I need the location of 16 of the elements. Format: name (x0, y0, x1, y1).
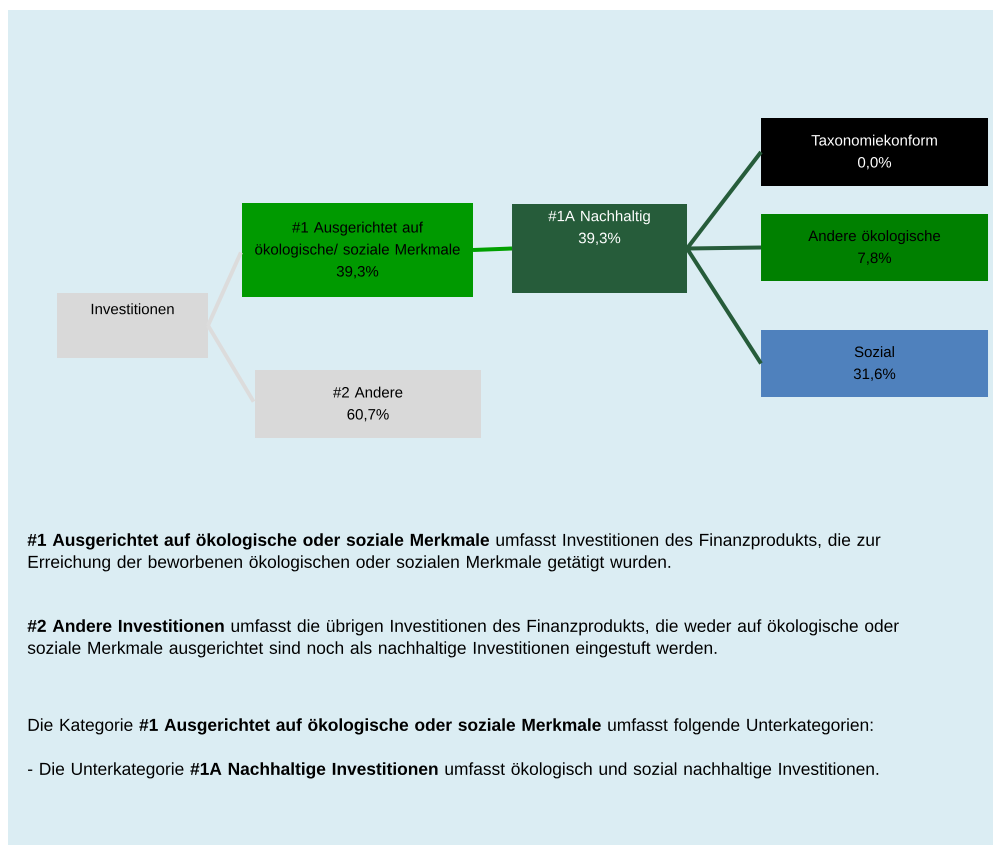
box: Investitionen (57, 293, 208, 358)
paragraph: #2 Andere Investitionen umfasst die übrigen Investitionen des Finanzprodukts, die weder auf ökologische oder soziale Merkmale ausgerichtet sind noch als nachhaltige Investitionen eingestuft werden. (28, 619, 899, 658)
box: Taxonomiekonform 0,0% (761, 118, 988, 186)
connector-line (472, 246, 512, 252)
connector-line (206, 324, 256, 403)
paragraph: - Die Unterkategorie #1A Nachhaltige Investitionen umfasst ökologisch und sozial nachhaltige Investitionen. (28, 762, 878, 779)
box: Sozial 31,6% (761, 330, 988, 397)
box: Andere ökologische 7,8% (761, 214, 988, 281)
connector-line (686, 246, 762, 250)
paragraph: #1 Ausgerichtet auf ökologische oder soziale Merkmale umfasst Investitionen des Finanzprodukts, die zur Erreichung der beworbenen ökologischen oder sozialen Merkmale getätigt wurden. (28, 533, 880, 572)
connector-line (206, 252, 243, 326)
box: #1 Ausgerichtet auf ökologische/ soziale Merkmale 39,3% (242, 203, 473, 297)
paragraph: Die Kategorie #1 Ausgerichtet auf ökologische oder soziale Merkmale umfasst folgende Unterkategorien: (28, 718, 872, 735)
box: #1A Nachhaltig 39,3% (512, 204, 687, 293)
connector-line (685, 247, 763, 365)
box: #2 Andere 60,7% (255, 370, 481, 438)
